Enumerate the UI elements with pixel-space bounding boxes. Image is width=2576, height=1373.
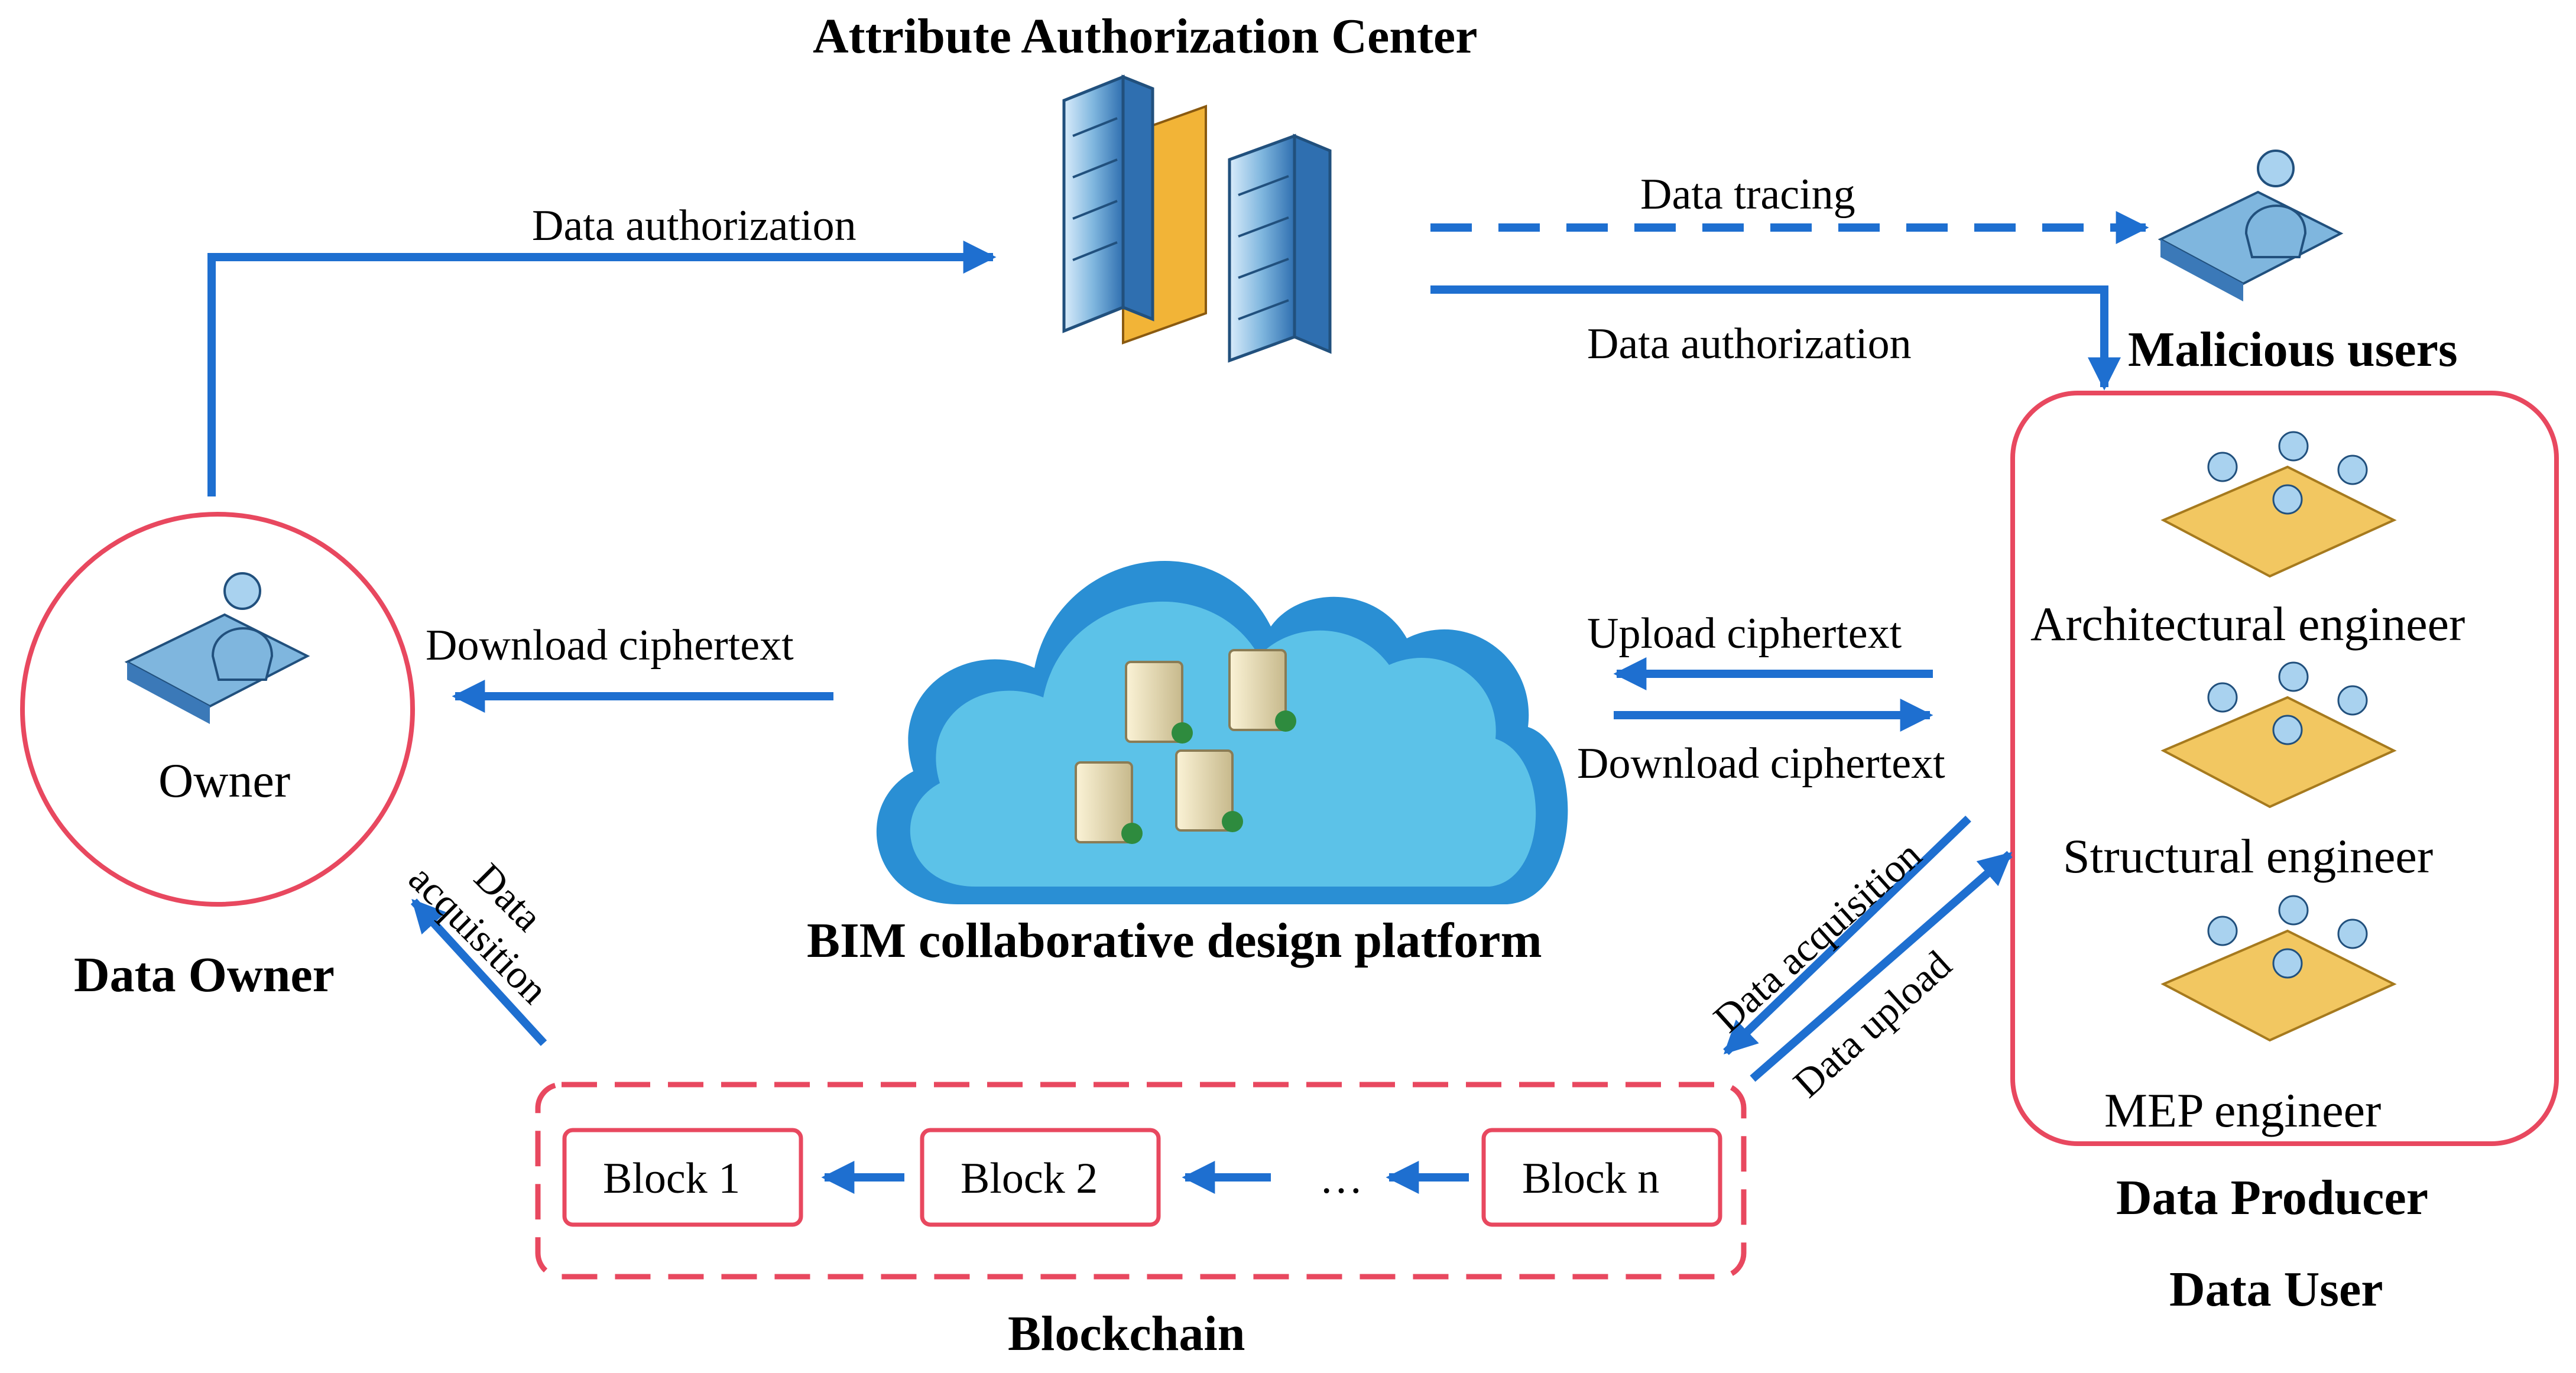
block-1-label: Block 1 bbox=[603, 1154, 741, 1203]
arrow-owner-to-center bbox=[207, 241, 997, 496]
block-n-box bbox=[1481, 1128, 1722, 1227]
page-title: Attribute Authorization Center bbox=[813, 9, 1478, 64]
data-owner-label: Data Owner bbox=[74, 947, 335, 1002]
block-2-box bbox=[920, 1128, 1161, 1227]
authorization-server-icon bbox=[1062, 74, 1332, 363]
owner-name: Owner bbox=[158, 754, 291, 807]
label-center-to-producer: Data authorization bbox=[1587, 320, 1912, 368]
block-2-label: Block 2 bbox=[961, 1154, 1098, 1203]
malicious-users-label: Malicious users bbox=[2128, 322, 2458, 377]
structural-team-icon bbox=[2160, 661, 2397, 809]
ellipsis-label: … bbox=[1319, 1154, 1363, 1203]
cloud-icon bbox=[876, 560, 1568, 904]
role-mep: MEP engineer bbox=[2104, 1083, 2382, 1137]
label-upload: Upload ciphertext bbox=[1587, 609, 1902, 658]
mep-team-icon bbox=[2160, 895, 2397, 1042]
owner-user-icon bbox=[124, 572, 310, 724]
role-structural: Structural engineer bbox=[2063, 829, 2434, 883]
server-icon bbox=[1075, 649, 1296, 844]
architectural-team-icon bbox=[2160, 431, 2397, 578]
label-download: Download ciphertext bbox=[1577, 739, 1945, 788]
data-user-label: Data User bbox=[2169, 1262, 2383, 1317]
label-cloud-to-owner: Download ciphertext bbox=[426, 621, 794, 670]
block-1-box bbox=[562, 1128, 803, 1227]
producer-box bbox=[2010, 391, 2559, 1146]
platform-label: BIM collaborative design platform bbox=[807, 913, 1542, 968]
arrow-center-to-producer bbox=[1430, 285, 2121, 391]
malicious-user-icon bbox=[2158, 150, 2344, 301]
data-producer-label: Data Producer bbox=[2116, 1170, 2428, 1225]
arrow-chain-to-producer bbox=[1723, 815, 1971, 1056]
arrow-chain-to-owner bbox=[410, 898, 547, 1046]
blockchain-label: Blockchain bbox=[1008, 1306, 1245, 1361]
role-architectural: Architectural engineer bbox=[2030, 597, 2465, 651]
label-owner-to-center: Data authorization bbox=[532, 202, 856, 250]
block-n-label: Block n bbox=[1522, 1154, 1660, 1203]
arrow-producer-to-chain bbox=[1750, 851, 2013, 1082]
label-data-tracing: Data tracing bbox=[1640, 170, 1855, 219]
owner-circle bbox=[20, 512, 415, 907]
